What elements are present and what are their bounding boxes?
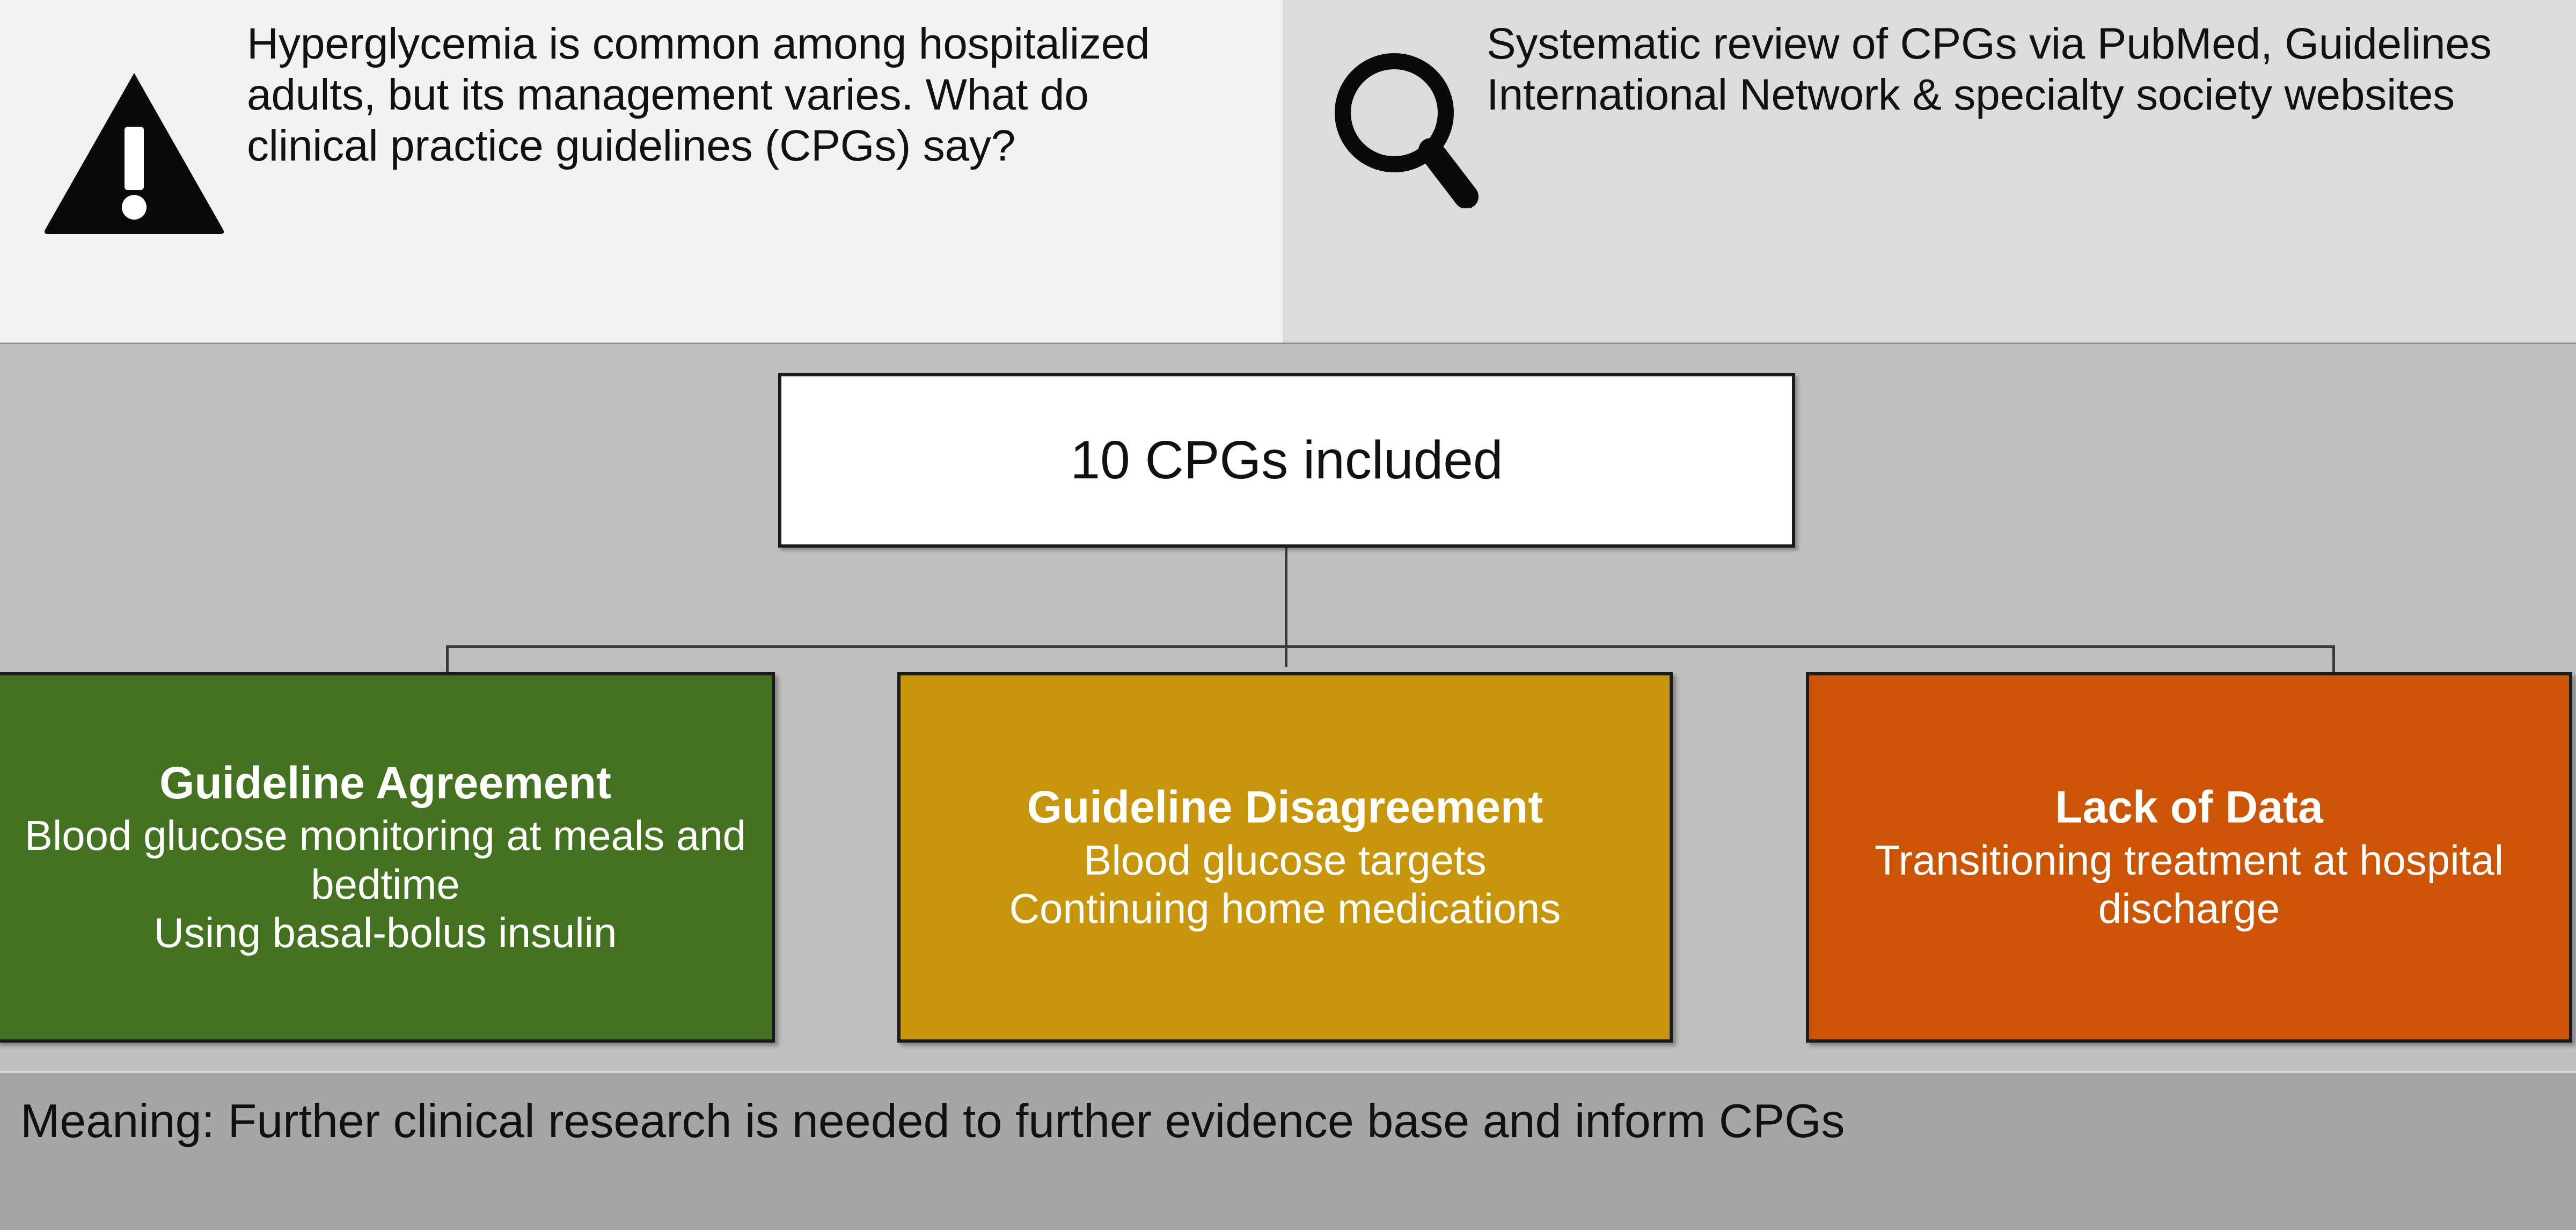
connector-drop-middle [1285, 645, 1287, 667]
connector-drop-right [2332, 645, 2335, 675]
cpgs-included-box: 10 CPGs included [778, 373, 1795, 548]
problem-block: Hyperglycemia is common among hospitaliz… [21, 15, 1267, 235]
cpgs-included-label: 10 CPGs included [1070, 430, 1503, 490]
category-box-guideline-agreement: Guideline Agreement Blood glucose monito… [0, 672, 775, 1043]
category-line: Blood glucose targets [1084, 836, 1487, 884]
connector-stem [1285, 548, 1287, 647]
category-title: Guideline Disagreement [1027, 782, 1543, 833]
category-title: Guideline Agreement [159, 758, 611, 809]
meaning-panel-background [0, 1071, 2576, 1230]
problem-statement-text: Hyperglycemia is common among hospitaliz… [247, 19, 1150, 171]
method-panel-background [1283, 0, 2576, 343]
problem-panel-background [0, 0, 1283, 343]
category-box-lack-of-data: Lack of Data Transitioning treatment at … [1806, 672, 2572, 1043]
category-box-guideline-disagreement: Guideline Disagreement Blood glucose tar… [897, 672, 1673, 1043]
warning-triangle-icon [21, 15, 247, 235]
connector-drop-left [446, 645, 449, 675]
meaning-statement: Meaning: Further clinical research is ne… [20, 1094, 1845, 1147]
category-line: Continuing home medications [1009, 885, 1561, 933]
category-line: Using basal-bolus insulin [153, 909, 617, 957]
category-line: Blood glucose monitoring at meals and be… [24, 812, 747, 908]
category-line: Transitioning treatment at hospital disc… [1874, 836, 2504, 933]
connector-bus [446, 645, 2335, 648]
category-title: Lack of Data [2055, 782, 2323, 833]
method-block: Systematic review of CPGs via PubMed, Gu… [1326, 15, 2560, 208]
magnifier-icon [1326, 15, 1487, 208]
method-statement-text: Systematic review of CPGs via PubMed, Gu… [1487, 19, 2492, 120]
